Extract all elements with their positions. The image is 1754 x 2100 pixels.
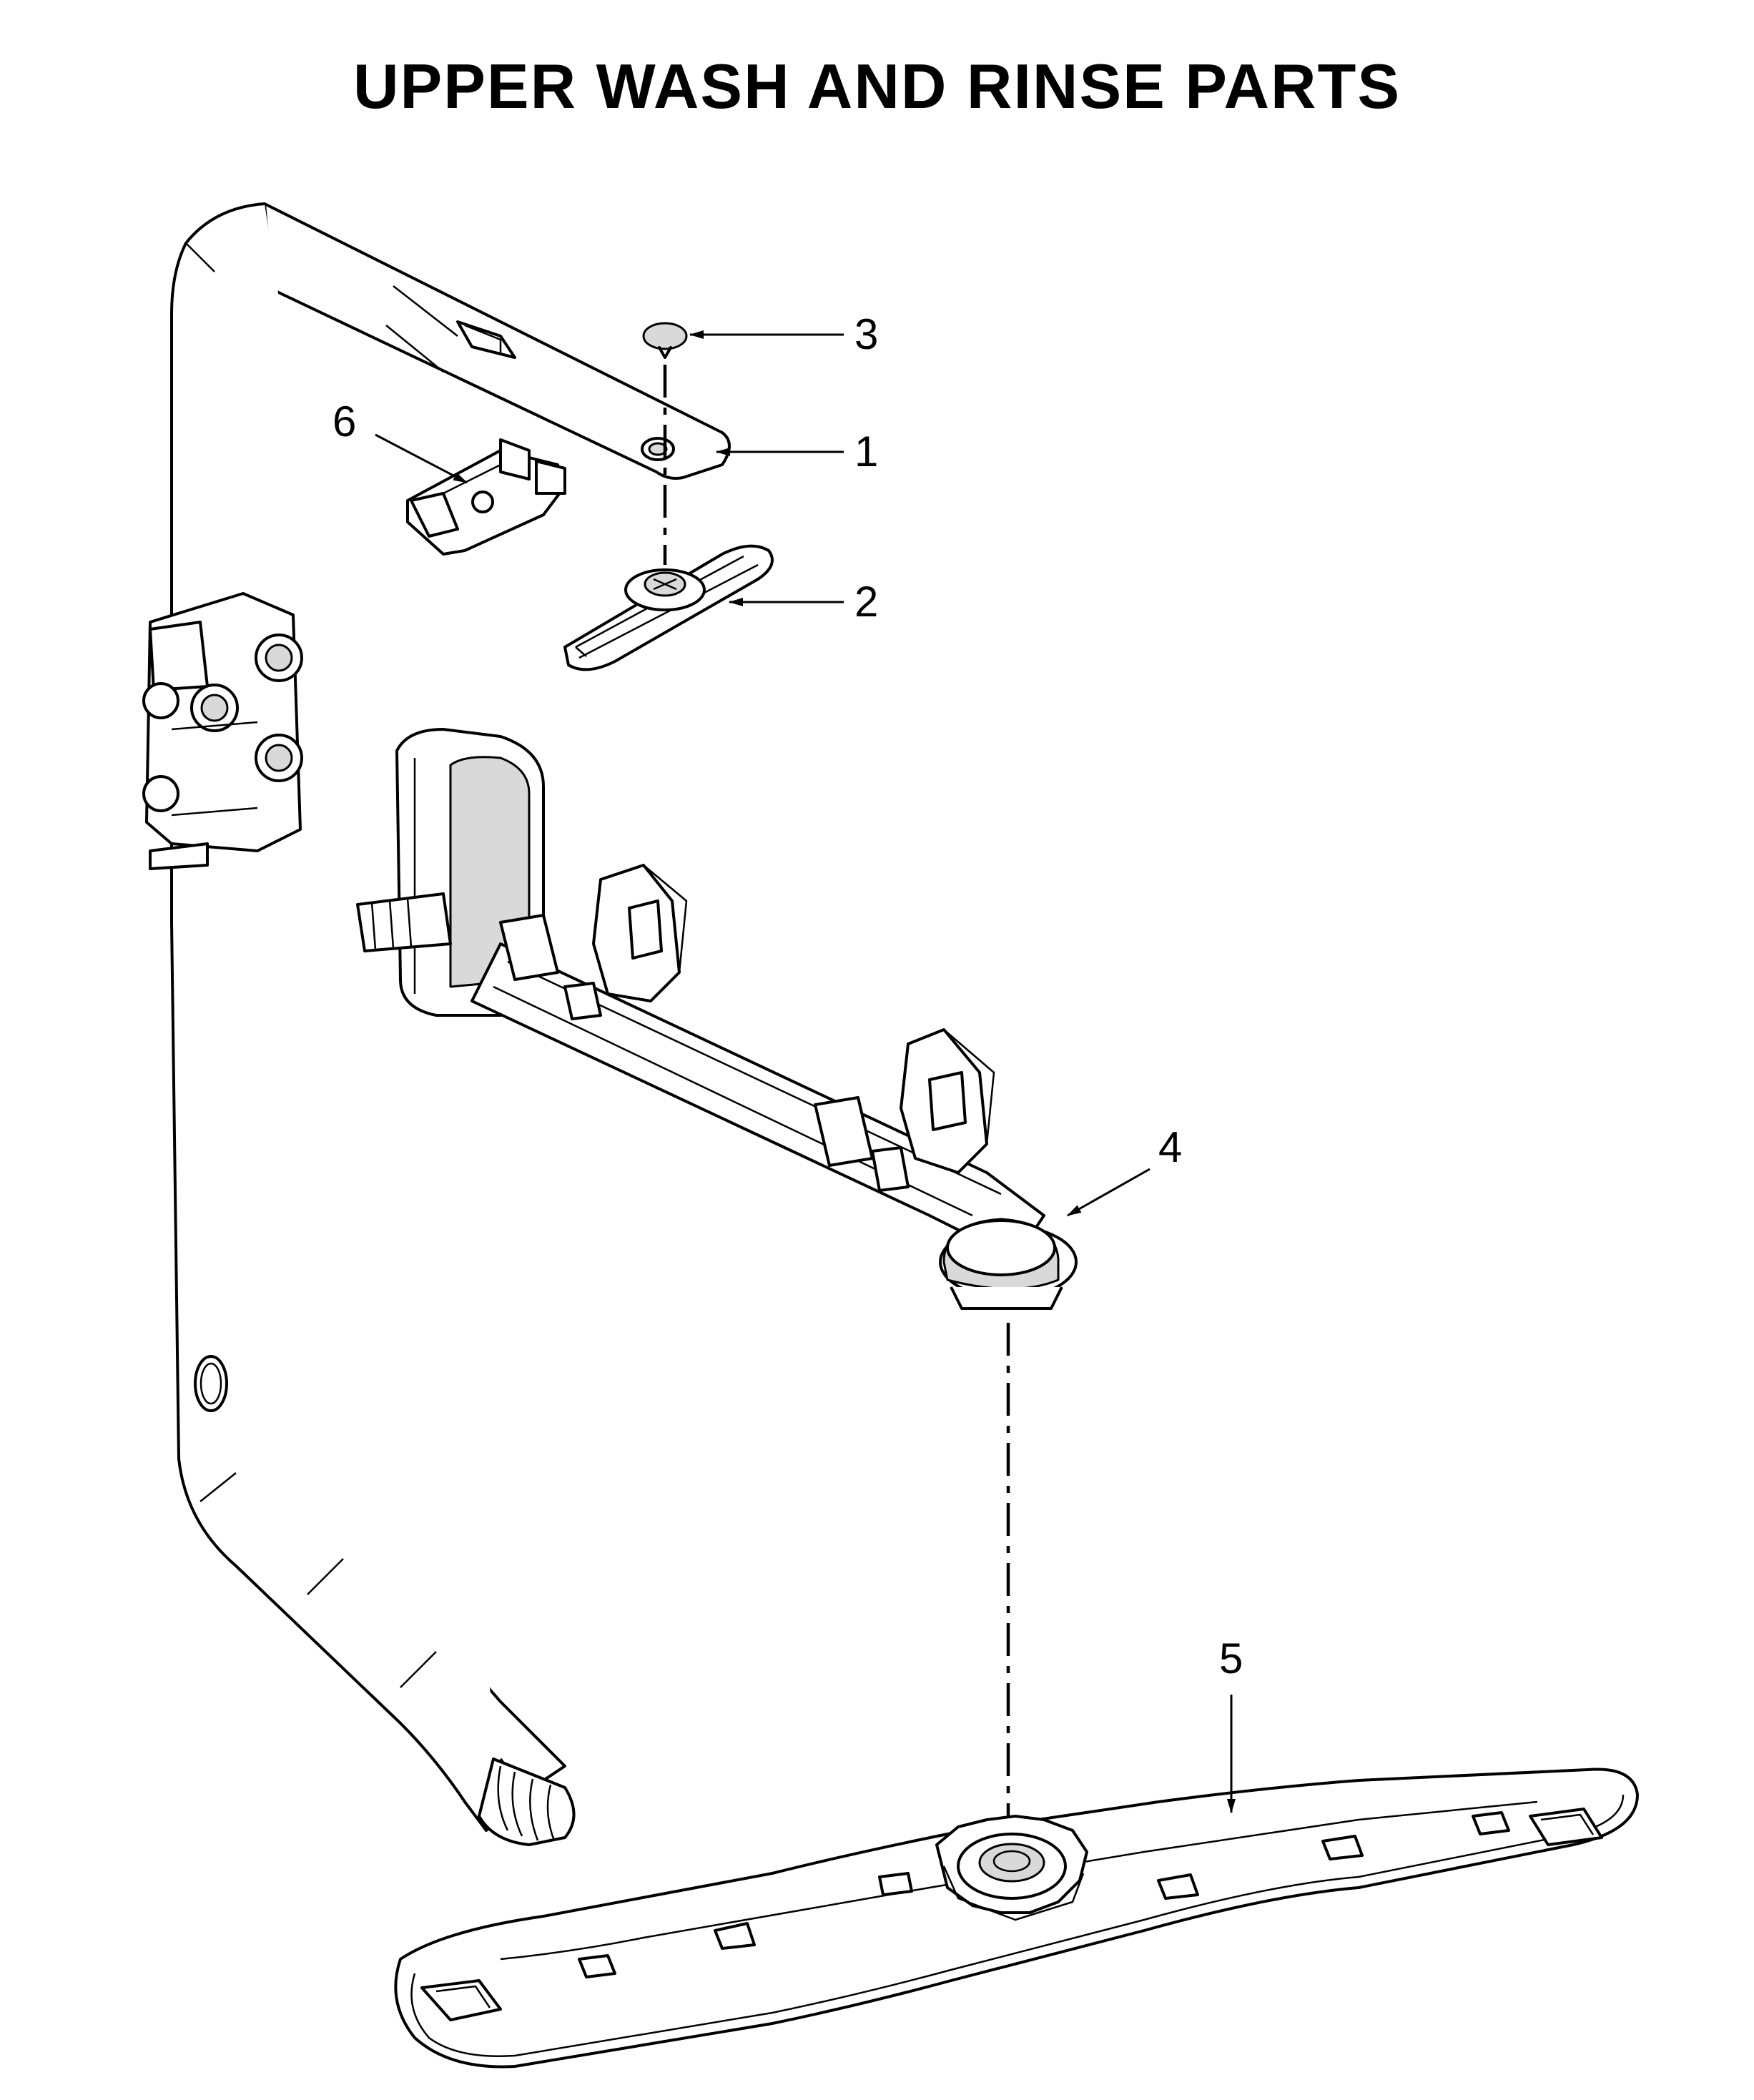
callout-label-1: 1 xyxy=(854,428,878,475)
lower-arm-hub xyxy=(935,1815,1088,1921)
callout-label-3: 3 xyxy=(854,310,878,358)
conduit-outlet xyxy=(478,1758,576,1846)
spray-arm-tip-part xyxy=(641,437,675,461)
callout-1: 1 xyxy=(716,428,878,475)
mini-spray-arm-part xyxy=(563,544,774,671)
callout-6: 6 xyxy=(332,398,468,484)
callout-4: 4 xyxy=(1067,1123,1182,1217)
lower-spray-arm-part xyxy=(394,1768,1639,2069)
spray-arm-manifold-part xyxy=(356,728,1078,1310)
callout-label-6: 6 xyxy=(332,398,356,445)
bracket-part xyxy=(406,438,566,556)
cap-part xyxy=(642,322,688,359)
callout-2: 2 xyxy=(729,578,878,626)
callout-label-5: 5 xyxy=(1219,1635,1243,1682)
diagram-title: UPPER WASH AND RINSE PARTS xyxy=(353,51,1401,122)
conduit-manifold xyxy=(142,592,303,870)
lower-arm-nozzles xyxy=(420,1808,1603,2021)
callout-label-2: 2 xyxy=(854,578,878,626)
callout-3: 3 xyxy=(689,310,878,358)
callout-5: 5 xyxy=(1219,1635,1243,1813)
callout-label-4: 4 xyxy=(1158,1123,1182,1171)
